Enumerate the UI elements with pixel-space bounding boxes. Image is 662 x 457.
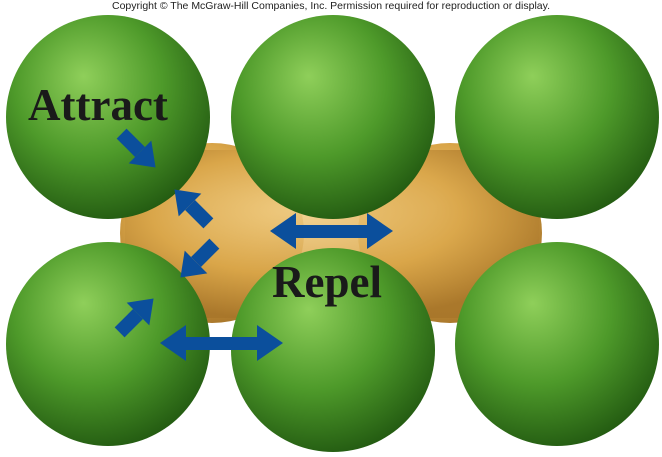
attract-label: Attract bbox=[28, 80, 168, 130]
attract-arrow-lower-in bbox=[180, 238, 220, 278]
green-sphere-top-right bbox=[455, 15, 659, 219]
green-sphere-bottom-right bbox=[455, 242, 659, 446]
green-sphere-top-middle bbox=[231, 15, 435, 219]
attract-arrow-upper-in bbox=[116, 128, 156, 168]
repel-arrows bbox=[160, 213, 393, 361]
green-sphere-top-left bbox=[6, 15, 210, 219]
green-spheres bbox=[6, 15, 659, 452]
repel-arrow-lower bbox=[160, 325, 283, 361]
repel-label: Repel bbox=[272, 257, 382, 307]
green-sphere-bottom-left bbox=[6, 242, 210, 446]
attract-arrows bbox=[114, 128, 220, 338]
copyright-notice: Copyright © The McGraw-Hill Companies, I… bbox=[111, 0, 551, 12]
attract-arrow-lower-out bbox=[114, 298, 154, 338]
repel-arrow-upper bbox=[270, 213, 393, 249]
green-sphere-bottom-middle bbox=[231, 248, 435, 452]
attract-arrow-upper-out bbox=[174, 189, 214, 229]
